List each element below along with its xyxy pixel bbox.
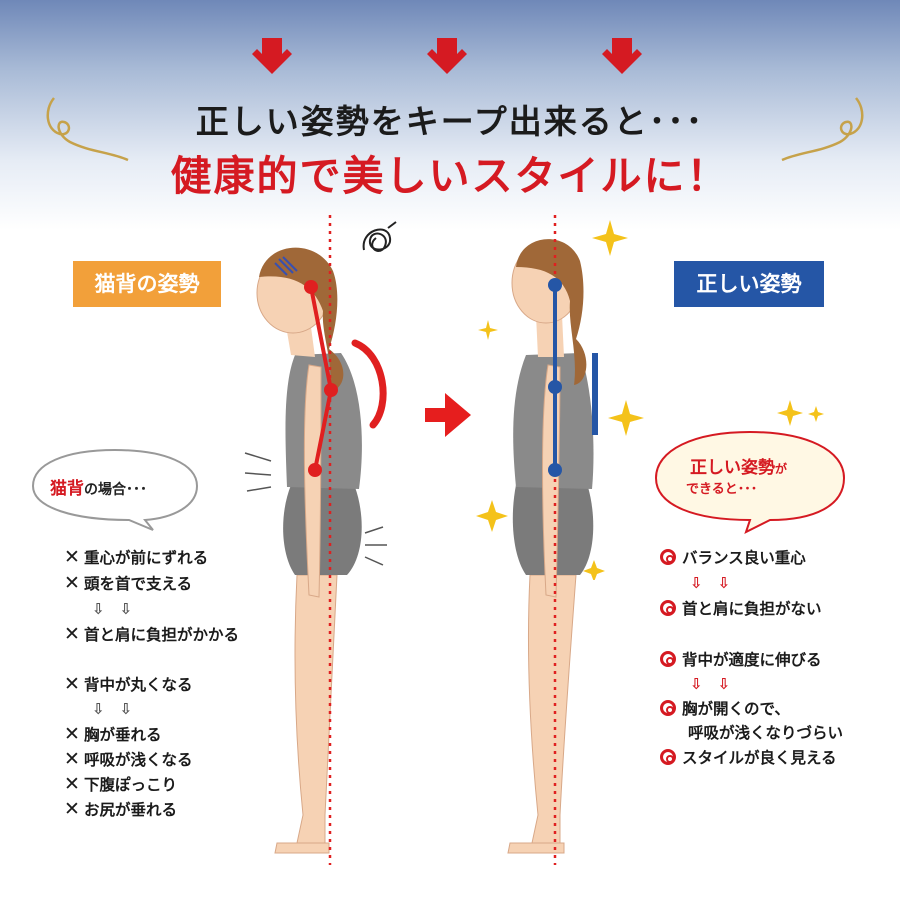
double-circle-icon	[660, 549, 676, 565]
bad-bubble-suffix: の場合･･･	[84, 482, 147, 498]
right-swirl-icon	[781, 97, 864, 162]
double-circle-icon	[660, 749, 676, 765]
sparkle-icon	[476, 500, 508, 532]
sparkle-icon	[808, 406, 824, 422]
good-posture-badge: 正しい姿勢	[674, 261, 824, 307]
down-arrow-icon	[427, 38, 467, 74]
frustration-scribble-icon	[362, 221, 397, 252]
bad-bubble-keyword: 猫背	[50, 479, 84, 499]
list-item: ✕頭を首で支える	[64, 572, 193, 594]
down-arrows-icon: ⇩ ⇩	[92, 600, 133, 618]
bad-bubble-text: 猫背の場合･･･	[50, 474, 147, 499]
list-item: ✕重心が前にずれる	[64, 546, 209, 568]
double-circle-icon	[660, 651, 676, 667]
good-effects-list: バランス良い重心 ⇩ ⇩ 首と肩に負担がない 背中が適度に伸びる ⇩ ⇩ 胸が開…	[660, 0, 895, 900]
good-bubble-line2: できると･･･	[686, 482, 758, 497]
down-arrows-icon: ⇩ ⇩	[690, 675, 731, 693]
header-arrows	[252, 38, 642, 74]
list-item: ✕呼吸が浅くなる	[64, 748, 193, 770]
good-bubble-line1: 正しい姿勢が	[690, 453, 787, 478]
sparkle-icon	[478, 320, 498, 340]
bad-posture-badge: 猫背の姿勢	[73, 261, 221, 307]
sparkle-icon	[777, 400, 803, 426]
sparkle-icon	[592, 220, 628, 256]
list-item: 首と肩に負担がない	[660, 597, 822, 619]
sparkle-icon	[583, 560, 605, 580]
down-arrow-icon	[252, 38, 292, 74]
bad-effects-list: ✕重心が前にずれる ✕頭を首で支える ⇩ ⇩ ✕首と肩に負担がかかる ✕背中が丸…	[64, 0, 294, 900]
list-item-continuation: 呼吸が浅くなりづらい	[688, 724, 844, 742]
double-circle-icon	[660, 600, 676, 616]
list-item: ✕お尻が垂れる	[64, 798, 178, 820]
left-swirl-icon	[46, 97, 129, 162]
list-item: ✕胸が垂れる	[64, 723, 162, 745]
list-item: 胸が開くので、	[660, 697, 790, 719]
good-bubble-keyword: 正しい姿勢	[690, 458, 775, 478]
correct-posture-figure	[507, 215, 598, 865]
good-speech-bubble	[654, 430, 846, 534]
list-item: バランス良い重心	[660, 546, 806, 568]
slouched-figure	[244, 215, 387, 865]
down-arrows-icon: ⇩ ⇩	[690, 574, 731, 592]
sparkle-icon	[608, 400, 644, 436]
down-arrows-icon: ⇩ ⇩	[92, 700, 133, 718]
list-item: ✕首と肩に負担がかかる	[64, 623, 240, 645]
sparkle-icons	[476, 220, 824, 580]
list-item: ✕背中が丸くなる	[64, 673, 193, 695]
double-circle-icon	[660, 700, 676, 716]
list-item: ✕下腹ぽっこり	[64, 773, 178, 795]
down-arrow-icon	[602, 38, 642, 74]
right-arrow-icon	[425, 393, 471, 437]
list-item: スタイルが良く見える	[660, 746, 837, 768]
list-item: 背中が適度に伸びる	[660, 648, 822, 670]
sub-headline: 健康的で美しいスタイルに！	[170, 152, 730, 200]
good-bubble-particle: が	[775, 462, 788, 476]
headline: 正しい姿勢をキープ出来ると･･･	[195, 102, 705, 141]
bad-speech-bubble	[31, 448, 199, 531]
